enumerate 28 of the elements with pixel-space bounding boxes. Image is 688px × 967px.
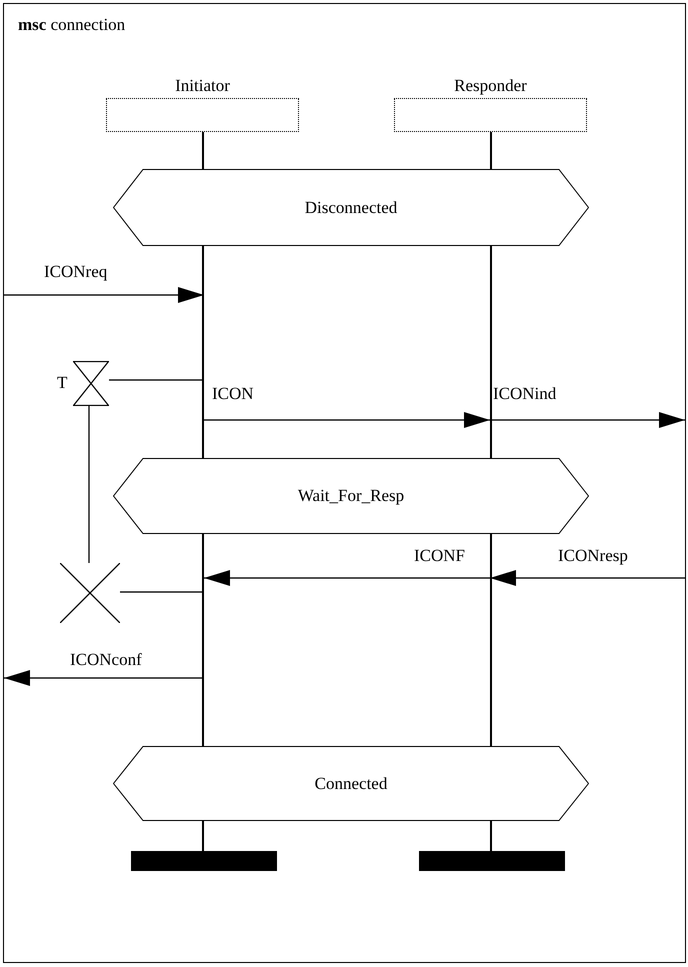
condition-hexagon bbox=[113, 458, 589, 534]
message-label: ICONind bbox=[493, 384, 556, 404]
instance-name: Responder bbox=[453, 76, 528, 96]
message-arrow bbox=[4, 670, 204, 686]
timer-name: T bbox=[57, 373, 68, 393]
message-arrow bbox=[204, 570, 490, 586]
message-label: ICON bbox=[212, 384, 254, 404]
frame-label: msc connection bbox=[18, 15, 126, 35]
timer-line bbox=[88, 406, 90, 563]
condition-hexagon bbox=[113, 169, 589, 246]
instance-name: Initiator bbox=[174, 76, 231, 96]
message-label: ICONreq bbox=[44, 262, 108, 282]
msc-frame bbox=[3, 3, 686, 963]
instance-end-bar bbox=[419, 851, 565, 871]
condition-label: Disconnected bbox=[304, 198, 398, 218]
message-label: ICONF bbox=[414, 546, 466, 566]
message-arrow bbox=[4, 287, 204, 303]
message-arrow bbox=[204, 412, 490, 428]
timer-expiry-icon bbox=[60, 563, 120, 623]
message-arrow bbox=[490, 570, 685, 586]
message-arrow bbox=[490, 412, 685, 428]
message-label: ICONresp bbox=[558, 546, 628, 566]
condition-label: Wait_For_Resp bbox=[296, 486, 406, 506]
condition-label: Connected bbox=[314, 774, 388, 794]
instance-end-bar bbox=[131, 851, 277, 871]
message-label: ICONconf bbox=[70, 650, 142, 670]
timer-line bbox=[120, 591, 202, 593]
condition-hexagon bbox=[113, 746, 589, 821]
